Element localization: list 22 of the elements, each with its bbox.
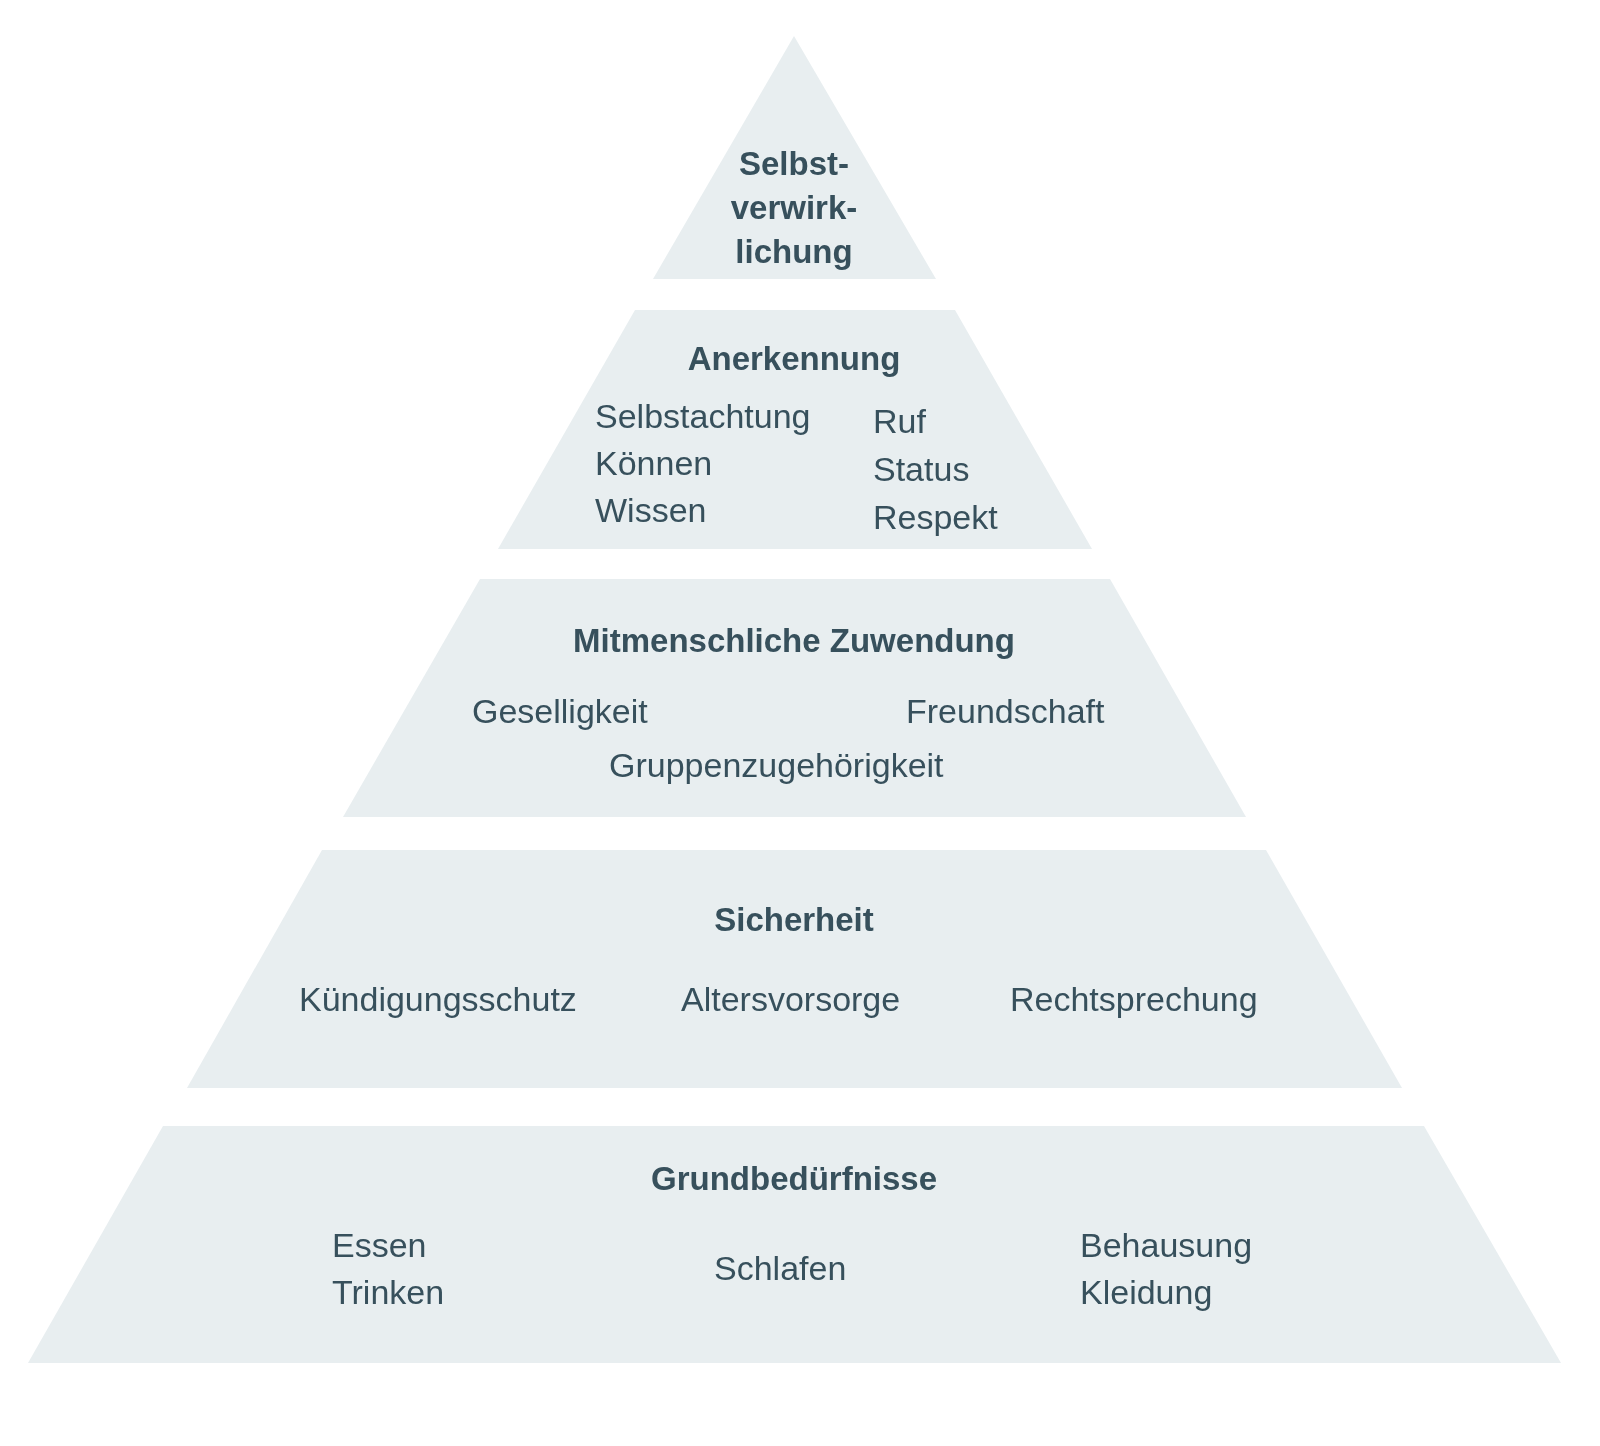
tier-item: Wissen (595, 490, 707, 531)
tier-item: Essen (332, 1225, 427, 1266)
tier-heading: Mitmenschliche Zuwendung (573, 621, 1015, 661)
tier-item: Können (595, 443, 713, 484)
tier-item: Respekt (873, 497, 998, 538)
tier-item: Trinken (332, 1272, 445, 1313)
tier-item: Gruppenzugehörigkeit (609, 745, 944, 786)
tier-item: Rechtsprechung (1010, 979, 1258, 1020)
tier-item: Kleidung (1080, 1272, 1213, 1313)
tier-item: Kündigungsschutz (299, 979, 577, 1020)
tier-item: Schlafen (714, 1248, 847, 1289)
tier-item: Behausung (1080, 1225, 1253, 1266)
tier-item: Status (873, 449, 970, 490)
tier-heading: Grundbedürfnisse (651, 1159, 937, 1199)
tier-item: Selbstachtung (595, 396, 811, 437)
tier-item: Altersvorsorge (681, 979, 901, 1020)
tier-heading: Sicherheit (714, 900, 874, 940)
tier-item: Freundschaft (906, 691, 1105, 732)
tier-heading: Anerkennung (687, 339, 901, 379)
tier-heading: Selbst- verwirk- lichung (729, 144, 859, 272)
tier-item: Ruf (873, 401, 926, 442)
tier-item: Geselligkeit (472, 691, 648, 732)
